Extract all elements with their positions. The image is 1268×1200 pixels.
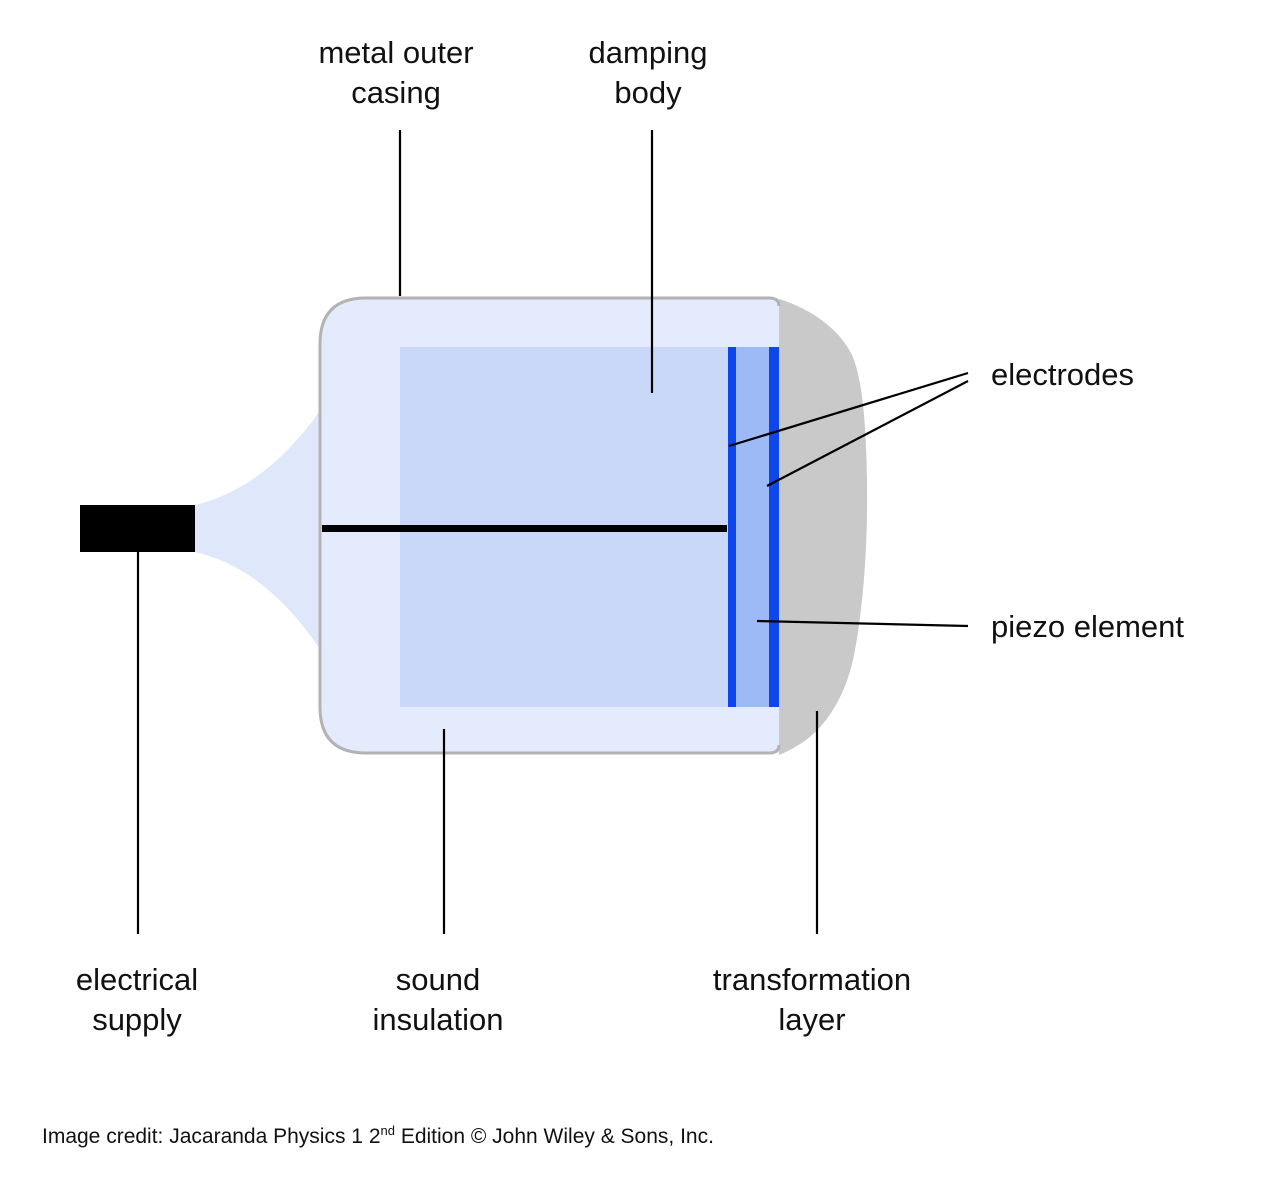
- label-transformation-layer-line1: transformation: [712, 962, 912, 997]
- label-metal-outer-casing: metal outer casing: [318, 33, 473, 113]
- label-piezo-element-text: piezo element: [991, 609, 1185, 644]
- label-damping-body-line1: damping: [588, 35, 708, 70]
- piezo-element-shape: [736, 347, 769, 707]
- leader-electrode-right: [766, 380, 969, 487]
- electrode-right-shape: [769, 347, 779, 707]
- metal-outer-casing-border: [318, 296, 781, 755]
- supply-funnel-shape: [195, 412, 319, 648]
- label-metal-outer-casing-line2: casing: [351, 75, 441, 110]
- image-credit-prefix: Image credit: Jacaranda Physics 1 2: [42, 1125, 381, 1148]
- label-electrodes-text: electrodes: [991, 357, 1135, 392]
- label-electrodes: electrodes: [991, 355, 1134, 395]
- electrical-supply-block: [80, 505, 195, 552]
- image-credit-suffix: Edition © John Wiley & Sons, Inc.: [394, 1125, 714, 1148]
- label-transformation-layer: transformation layer: [713, 960, 911, 1040]
- label-electrical-supply-line1: electrical: [75, 962, 199, 997]
- transformation-layer-shape: [779, 299, 868, 755]
- image-credit: Image credit: Jacaranda Physics 1 2nd Ed…: [42, 1123, 714, 1148]
- label-transformation-layer-line2: layer: [778, 1002, 846, 1037]
- supply-wire: [322, 525, 727, 532]
- label-metal-outer-casing-line1: metal outer: [318, 35, 474, 70]
- label-piezo-element: piezo element: [991, 607, 1184, 647]
- label-sound-insulation: sound insulation: [373, 960, 504, 1040]
- label-sound-insulation-line1: sound: [395, 962, 481, 997]
- label-electrical-supply-line2: supply: [92, 1002, 182, 1037]
- leader-electrode-left: [728, 371, 969, 448]
- electrode-left-shape: [728, 347, 736, 707]
- leader-lines: [136, 130, 969, 934]
- label-electrical-supply: electrical supply: [76, 960, 198, 1040]
- label-damping-body: damping body: [589, 33, 708, 113]
- leader-piezo-element: [756, 619, 969, 628]
- label-damping-body-line2: body: [614, 75, 682, 110]
- label-sound-insulation-line2: insulation: [372, 1002, 504, 1037]
